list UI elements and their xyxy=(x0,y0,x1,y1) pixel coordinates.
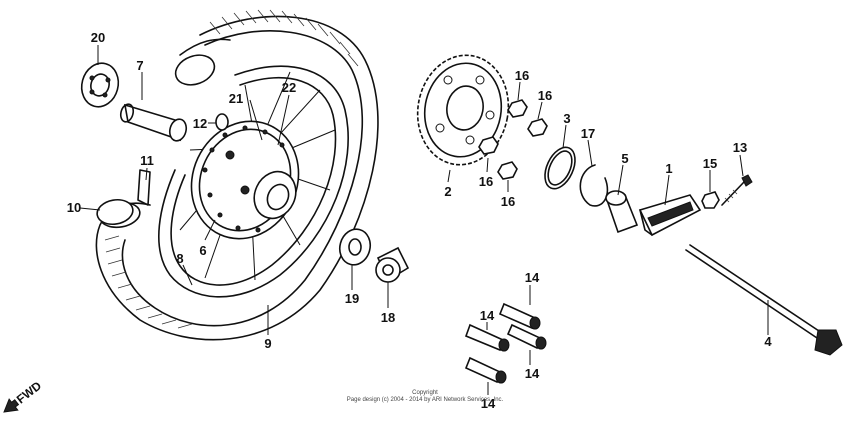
circlip-3 xyxy=(544,146,576,190)
nut-15 xyxy=(701,191,720,209)
bearing-19 xyxy=(338,228,372,266)
callout-16-b: 16 xyxy=(538,88,552,103)
callout-14-a: 14 xyxy=(525,270,540,285)
collar-18 xyxy=(375,246,410,283)
callout-14-c: 14 xyxy=(525,366,540,381)
copyright-line: Page design (c) 2004 - 2014 by ARI Netwo… xyxy=(347,397,504,403)
callout-9: 9 xyxy=(264,336,271,351)
bearing-20 xyxy=(80,62,120,108)
spacer-7 xyxy=(119,103,188,142)
stud-bolts-14 xyxy=(464,302,547,384)
callout-20: 20 xyxy=(91,30,105,45)
chain-adjuster xyxy=(638,194,702,237)
callout-3: 3 xyxy=(563,111,570,126)
callout-8: 8 xyxy=(176,251,183,266)
callout-15: 15 xyxy=(703,156,717,171)
callout-22: 22 xyxy=(282,80,296,95)
tube-and-rim-band xyxy=(96,169,151,226)
rim xyxy=(158,65,349,298)
callout-11: 11 xyxy=(140,153,154,168)
callout-14-d: 14 xyxy=(481,396,496,411)
callout-13: 13 xyxy=(733,140,747,155)
callout-10: 10 xyxy=(67,200,81,215)
snap-ring-17 xyxy=(579,164,609,207)
sprocket xyxy=(416,54,510,166)
direction-label: FWD xyxy=(14,378,44,406)
callout-16-d: 16 xyxy=(501,194,515,209)
callout-5: 5 xyxy=(621,151,628,166)
arrow-left-icon xyxy=(3,398,20,413)
callout-16-a: 16 xyxy=(515,68,529,83)
hub xyxy=(190,120,300,240)
callout-14-b: 14 xyxy=(480,308,495,323)
callout-12: 12 xyxy=(193,116,207,131)
bolt-13 xyxy=(721,174,753,206)
copyright-word: Copyright xyxy=(412,390,438,396)
callout-16-c: 16 xyxy=(479,174,493,189)
copyright-footer: Copyright Page design (c) 2004 - 2014 by… xyxy=(347,390,504,403)
callout-7: 7 xyxy=(136,58,143,73)
axle xyxy=(685,244,843,356)
collar-5 xyxy=(605,190,639,234)
callout-2: 2 xyxy=(444,184,451,199)
callout-18: 18 xyxy=(381,310,395,325)
callout-1: 1 xyxy=(665,161,672,176)
callout-6: 6 xyxy=(199,243,206,258)
leader-lines xyxy=(79,45,769,395)
forward-direction-indicator: FWD xyxy=(3,378,44,413)
callout-labels: 20 7 21 22 12 11 10 6 8 9 19 18 2 16 16 … xyxy=(67,30,773,411)
callout-17: 17 xyxy=(581,126,595,141)
callout-21: 21 xyxy=(229,91,243,106)
callout-4: 4 xyxy=(764,334,772,349)
seal-12 xyxy=(215,113,229,131)
callout-19: 19 xyxy=(345,291,359,306)
nuts-16 xyxy=(478,99,548,180)
